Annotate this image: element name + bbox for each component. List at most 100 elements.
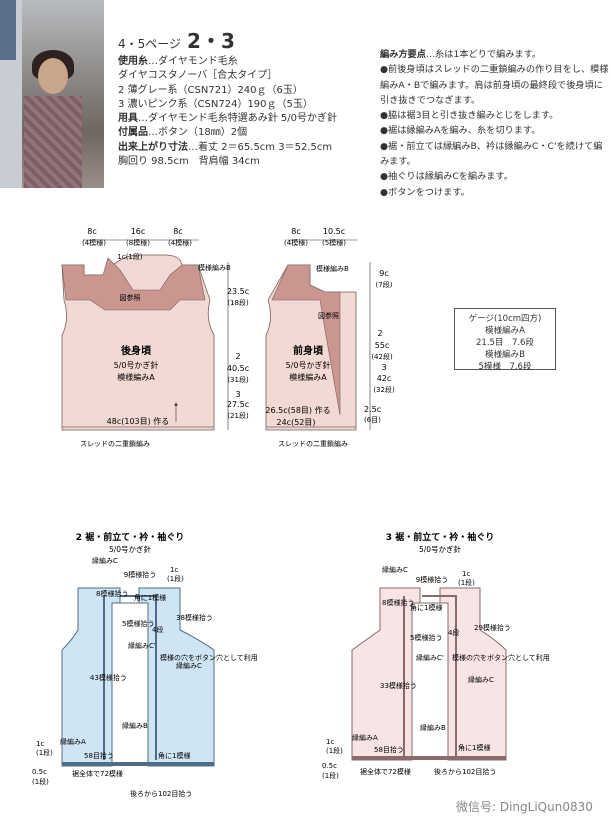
d2-rows4: 4段 [152, 625, 163, 634]
d2-c1-top: 1c [170, 566, 178, 574]
d3-needle: 5/0号かぎ針 [419, 544, 462, 554]
front-side: 2.5c [364, 405, 381, 414]
d2-edge-c-side: 縁編みC [176, 661, 202, 670]
back-needle: 5/0号かぎ針 [114, 360, 159, 370]
front-h-42-rows: (32段) [373, 385, 395, 394]
d2-c05-rows: (1段) [32, 777, 49, 786]
d2-edge-c2: 縁編みC' [128, 641, 156, 650]
gauge-l2: 21.5目 7.6段 [476, 338, 534, 348]
back-cast-on: 48c(103目) 作る [107, 416, 170, 426]
item-number: 2・3 [187, 29, 235, 53]
notes-title: 編み方要点 [380, 49, 426, 60]
back-w-right-rows: (4模様) [168, 238, 192, 247]
gauge-l4: 5模様 7.6段 [478, 362, 532, 372]
notes-title-suffix: …糸は1本どりで編みます。 [425, 49, 542, 60]
note-item: ●ボタンをつけます。 [380, 186, 470, 198]
d3-c1-top: 1c [462, 570, 470, 578]
d3-corner1: 角に1模様 [410, 603, 442, 612]
diagram-3: 3 裾・前立て・衿・袖ぐり 5/0号かぎ針 縁編みC 9模様拾う 1c (1段)… [322, 531, 550, 780]
d3-c1-left: 1c [326, 738, 334, 746]
d2-corner-bottom: 角に1模様 [158, 751, 190, 760]
gauge-l3: 模様編みB [485, 350, 525, 360]
note-item: ●袖ぐりは縁編みCを編みます。 [380, 171, 513, 183]
d3-pick29: 29模様拾う [474, 623, 511, 632]
d3-pick5: 5模様拾う [410, 633, 442, 642]
accessory-value: …ボタン（18㎜）2個 [148, 127, 248, 139]
front-h-top-rows: (7段) [376, 280, 393, 289]
front-needle: 5/0号かぎ針 [286, 360, 331, 370]
back-h-mid-rows: (31段) [227, 375, 249, 384]
back-h-3-rows: (21段) [227, 411, 249, 420]
back-size3: 3 [235, 390, 240, 399]
d3-edge-c2: 縁編みC' [416, 653, 444, 662]
front-w-right-rows: (5模様) [322, 238, 346, 247]
instructions-block: 編み方要点…糸は1本どりで編みます。 ●前後身頃はスレッドの二重鎖編みの作り目を… [380, 47, 610, 200]
gauge-l1: 模様編みA [485, 326, 525, 336]
yarn-name: ダイヤコスタノーバ［合太タイプ］ [118, 70, 278, 82]
d3-hem72: 裾全体で72模様 [360, 767, 411, 776]
back-see-fig: 図参照 [120, 293, 141, 302]
front-bottom2: 24c(52目) [277, 418, 316, 427]
accessory-label: 付属品 [118, 127, 148, 139]
d2-edge-b: 縁編みB [122, 721, 148, 730]
page-label: 4・5ページ [118, 37, 182, 51]
front-pattern-b: 模様編みB [316, 264, 349, 273]
tools-label: 用具 [118, 113, 138, 125]
note-item: ●裾・前立ては縁編みB、衿は縁編みC・C'を続けて編みます。 [380, 140, 603, 168]
front-h-top: 9c [379, 269, 389, 278]
note-item: ●前後身頃はスレッドの二重鎖編みの作り目をし、模様編みA・Bで編みます。肩は前身… [380, 64, 609, 106]
d2-pick58: 58目拾う [84, 751, 114, 760]
note-item: ●脇は裾3目と引き抜き編みとじをします。 [380, 110, 559, 122]
d3-pick58: 58目拾う [374, 745, 404, 754]
back-w-center: 16c [131, 227, 146, 236]
back-title: 後身頃 [121, 344, 152, 357]
back-w-center-rows: (8模様) [126, 238, 150, 247]
d2-pick9: 9模様拾う [124, 570, 156, 579]
d3-pick33: 33模様拾う [380, 681, 417, 690]
d3-edge-b: 縁編みB [420, 723, 446, 732]
bust-size: 胸回り 98.5cm 背肩幅 34cm [118, 156, 260, 168]
front-title: 前身頃 [293, 344, 324, 357]
yarn-value: …ダイヤモンド毛糸 [148, 56, 238, 67]
d3-edge-c-side: 縁編みC [468, 675, 494, 684]
back-w-right: 8c [173, 227, 183, 236]
d3-pick9: 9模様拾う [416, 575, 448, 584]
d3-pick8: 8模様拾う [382, 598, 414, 607]
d3-edge-c: 縁編みC [382, 565, 408, 574]
back-h-top: 23.5c [227, 287, 249, 296]
back-w-left: 8c [87, 227, 97, 236]
page-header: 4・5ページ 2・3 [118, 25, 235, 54]
size-label: 出来上がり寸法 [118, 141, 188, 153]
back-h-3: 27.5c [227, 400, 249, 409]
d3-c1-left-rows: (1段) [326, 746, 343, 755]
back-neck: 1c(1段) [117, 252, 142, 261]
d3-buttonhole: 模様の穴をボタン穴として利用 [452, 653, 550, 662]
d2-buttonhole: 模様の穴をボタン穴として利用 [160, 653, 258, 662]
d3-c05: 0.5c [322, 762, 337, 770]
gauge-title: ゲージ(10cm四方) [468, 314, 542, 324]
front-h-42: 42c [377, 374, 392, 383]
front-see-fig: 図参照 [318, 311, 339, 320]
back-w-left-rows: (4模様) [82, 238, 106, 247]
front-bottom1: 26.5c(58目) 作る [265, 405, 330, 415]
gauge-box: ゲージ(10cm四方) 模様編みA 21.5目 7.6段 模様編みB 5模様 7… [454, 308, 556, 372]
d3-c1-top-rows: (1段) [458, 578, 475, 587]
back-yoke-shape [61, 257, 206, 311]
d2-c05: 0.5c [32, 768, 47, 776]
diagram-2: 2 裾・前立て・衿・袖ぐり 5/0号かぎ針 縁編みC 9模様拾う 1c (1段)… [32, 531, 258, 798]
yarn-label: 使用糸 [118, 56, 148, 67]
front-w-left: 8c [291, 227, 301, 236]
materials-block: 使用糸…ダイヤモンド毛糸 ダイヤコスタノーバ［合太タイプ］ 2 薄グレー系（CS… [118, 55, 337, 169]
front-h-55: 55c [375, 341, 390, 350]
d2-c1-top-rows: (1段) [167, 574, 184, 583]
front-body-diagram: 8c (4模様) 10.5c (5模様) 9c (7段) 模様編みB 図参照 2… [265, 227, 395, 448]
d2-pick43: 43模様拾う [90, 673, 127, 682]
d2-edge-a: 縁編みA [60, 737, 86, 746]
yarn-2: 2 薄グレー系（CSN721）240ｇ（6玉） [118, 84, 303, 96]
d2-needle: 5/0号かぎ針 [109, 544, 152, 554]
back-pattern-a: 模様編みA [117, 372, 155, 382]
d3-corner-bottom: 角に1模様 [458, 743, 490, 752]
d2-corner1: 角に1模様 [134, 593, 166, 602]
d2-pick5: 5模様拾う [122, 619, 154, 628]
